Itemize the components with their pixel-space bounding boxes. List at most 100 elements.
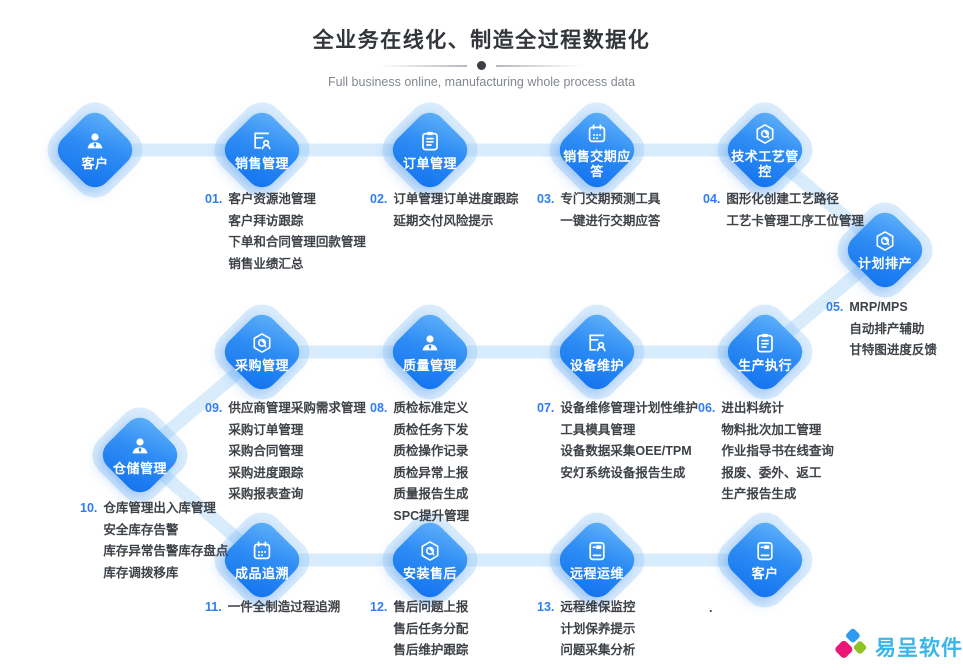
clipboard-icon [753, 331, 777, 355]
node-label: 销售管理 [234, 156, 289, 171]
clipboard-icon [418, 129, 442, 153]
list-item: SPC提升管理 [393, 508, 470, 523]
feature-list-07: 07. 设备维修管理计划性维护 工具模具管理 设备数据采集OEE/TPM 安灯系… [537, 398, 698, 484]
list-number: 05. [826, 300, 844, 314]
feature-list-11: 11. 一件全制造过程追溯 [205, 597, 340, 619]
list-item: 自动排产辅助 [849, 321, 925, 336]
list-number: 01. [205, 192, 223, 206]
page-header: 全业务在线化、制造全过程数据化 Full business online, ma… [0, 24, 963, 89]
list-item: 甘特图进度反馈 [849, 343, 937, 357]
node-label: 安装售后 [402, 566, 457, 581]
node-label: 设备维护 [569, 358, 624, 373]
node-content: 质量管理 [380, 302, 480, 402]
list-item: 售后问题上报 [393, 600, 469, 614]
feature-list-13: 13. 远程维保监控 计划保养提示 问题采集分析 [537, 597, 635, 662]
node-content: 订单管理 [380, 100, 480, 200]
list-item: 售后任务分配 [393, 621, 469, 636]
hexagon-gear-icon [873, 229, 897, 253]
list-number: 06. [698, 401, 716, 415]
node-content: 安装售后 [380, 510, 480, 610]
node-remote-operation: 远程运维 [540, 503, 654, 617]
divider-dot [477, 61, 486, 70]
list-item: 销售业绩汇总 [228, 256, 304, 271]
node-label: 采购管理 [234, 358, 289, 373]
server-icon [753, 539, 777, 563]
list-number: 11. [205, 600, 222, 614]
node-procurement-management: 采购管理 [205, 295, 319, 409]
node-content: 客户 [715, 510, 815, 610]
contract-icon [585, 331, 609, 355]
feature-list-12: 12. 售后问题上报 售后任务分配 售后维护跟踪 [370, 597, 468, 662]
feature-list-05: 05. MRP/MPS 自动排产辅助 甘特图进度反馈 [826, 297, 937, 362]
feature-list-01: 01. 客户资源池管理 客户拜访跟踪 下单和合同管理回款管理 销售业绩汇总 [205, 189, 366, 275]
list-item: 供应商管理采购需求管理 [228, 401, 366, 415]
list-item: 作业指导书在线查询 [721, 444, 834, 458]
brand-logo-icon [835, 628, 867, 658]
list-item: 报废、委外、返工 [721, 465, 822, 480]
node-label: 仓储管理 [112, 461, 167, 476]
node-label: 销售交期应答 [563, 148, 631, 179]
node-content: 采购管理 [212, 302, 312, 402]
brand-logo: 易呈软件 [832, 628, 963, 666]
node-label: 质量管理 [402, 358, 457, 373]
list-item: 工具模具管理 [560, 422, 636, 437]
list-item: 计划保养提示 [560, 621, 636, 636]
list-item: 一件全制造过程追溯 [227, 600, 341, 614]
feature-list-08: 08. 质检标准定义 质检任务下发 质检操作记录 质检异常上报 质量报告生成 S… [370, 398, 469, 527]
list-item: 售后维护跟踪 [393, 643, 469, 657]
list-item: 远程维保监控 [560, 600, 636, 614]
list-item: 质检操作记录 [393, 444, 469, 458]
page-subtitle: Full business online, manufacturing whol… [327, 75, 636, 89]
list-number: 04. [703, 192, 721, 206]
node-label: 订单管理 [402, 156, 457, 171]
divider-line-right [496, 64, 584, 67]
node-delivery-response: 销售交期应答 [540, 93, 654, 207]
node-label: 客户 [751, 566, 779, 581]
list-item: 质检任务下发 [393, 422, 469, 437]
node-warehouse-management: 仓储管理 [83, 398, 197, 512]
calendar-icon [250, 539, 274, 563]
list-item: 仓库管理出入库管理 [103, 501, 216, 515]
node-customer-end: 客户 [708, 503, 822, 617]
node-content: 计划排产 [835, 200, 935, 300]
feature-list-03: 03. 专门交期预测工具 一键进行交期应答 [537, 189, 660, 232]
list-item: 安全库存告警 [103, 522, 179, 537]
list-item: 客户资源池管理 [228, 192, 316, 206]
feature-list-04: 04. 图形化创建工艺路径 工艺卡管理工序工位管理 [703, 189, 864, 232]
list-number: 08. [370, 401, 388, 415]
brand-name: 易呈软件 [875, 637, 963, 660]
server-icon [585, 539, 609, 563]
list-item: 进出料统计 [721, 401, 784, 415]
node-label: 成品追溯 [234, 566, 289, 581]
hexagon-gear-icon [753, 122, 777, 146]
feature-list-dot: . [703, 598, 712, 620]
feature-list-06: 06. 进出料统计 物料批次加工管理 作业指导书在线查询 报废、委外、返工 生产… [698, 398, 834, 506]
node-order-management: 订单管理 [373, 93, 487, 207]
feature-list-10: 10. 仓库管理出入库管理 安全库存告警 库存异常告警库存盘点 库存调拨移库 [80, 498, 228, 584]
list-item: 采购进度跟踪 [228, 465, 304, 480]
node-content: 销售管理 [212, 100, 312, 200]
calendar-icon [585, 122, 609, 146]
hexagon-gear-icon [250, 331, 274, 355]
list-item: 安灯系统设备报告生成 [560, 465, 686, 480]
list-number: 12. [370, 600, 388, 614]
list-item: 工艺卡管理工序工位管理 [726, 213, 864, 228]
node-content: 仓储管理 [90, 405, 190, 505]
user-icon [83, 129, 107, 153]
node-label: 技术工艺管控 [731, 148, 799, 179]
user-icon [128, 434, 152, 458]
list-item: 图形化创建工艺路径 [726, 192, 839, 206]
list-number: 09. [205, 401, 223, 415]
feature-list-09: 09. 供应商管理采购需求管理 采购订单管理 采购合同管理 采购进度跟踪 采购报… [205, 398, 366, 506]
list-item: 生产报告生成 [721, 487, 797, 501]
list-item: . [709, 601, 713, 615]
node-equipment-maintenance: 设备维护 [540, 295, 654, 409]
list-item: 一键进行交期应答 [560, 213, 661, 228]
page-title: 全业务在线化、制造全过程数据化 [312, 29, 651, 52]
list-number: 02. [370, 192, 388, 206]
node-customer: 客户 [38, 93, 152, 207]
user-icon [418, 331, 442, 355]
list-item: 质检标准定义 [393, 401, 469, 415]
title-divider [0, 61, 963, 70]
